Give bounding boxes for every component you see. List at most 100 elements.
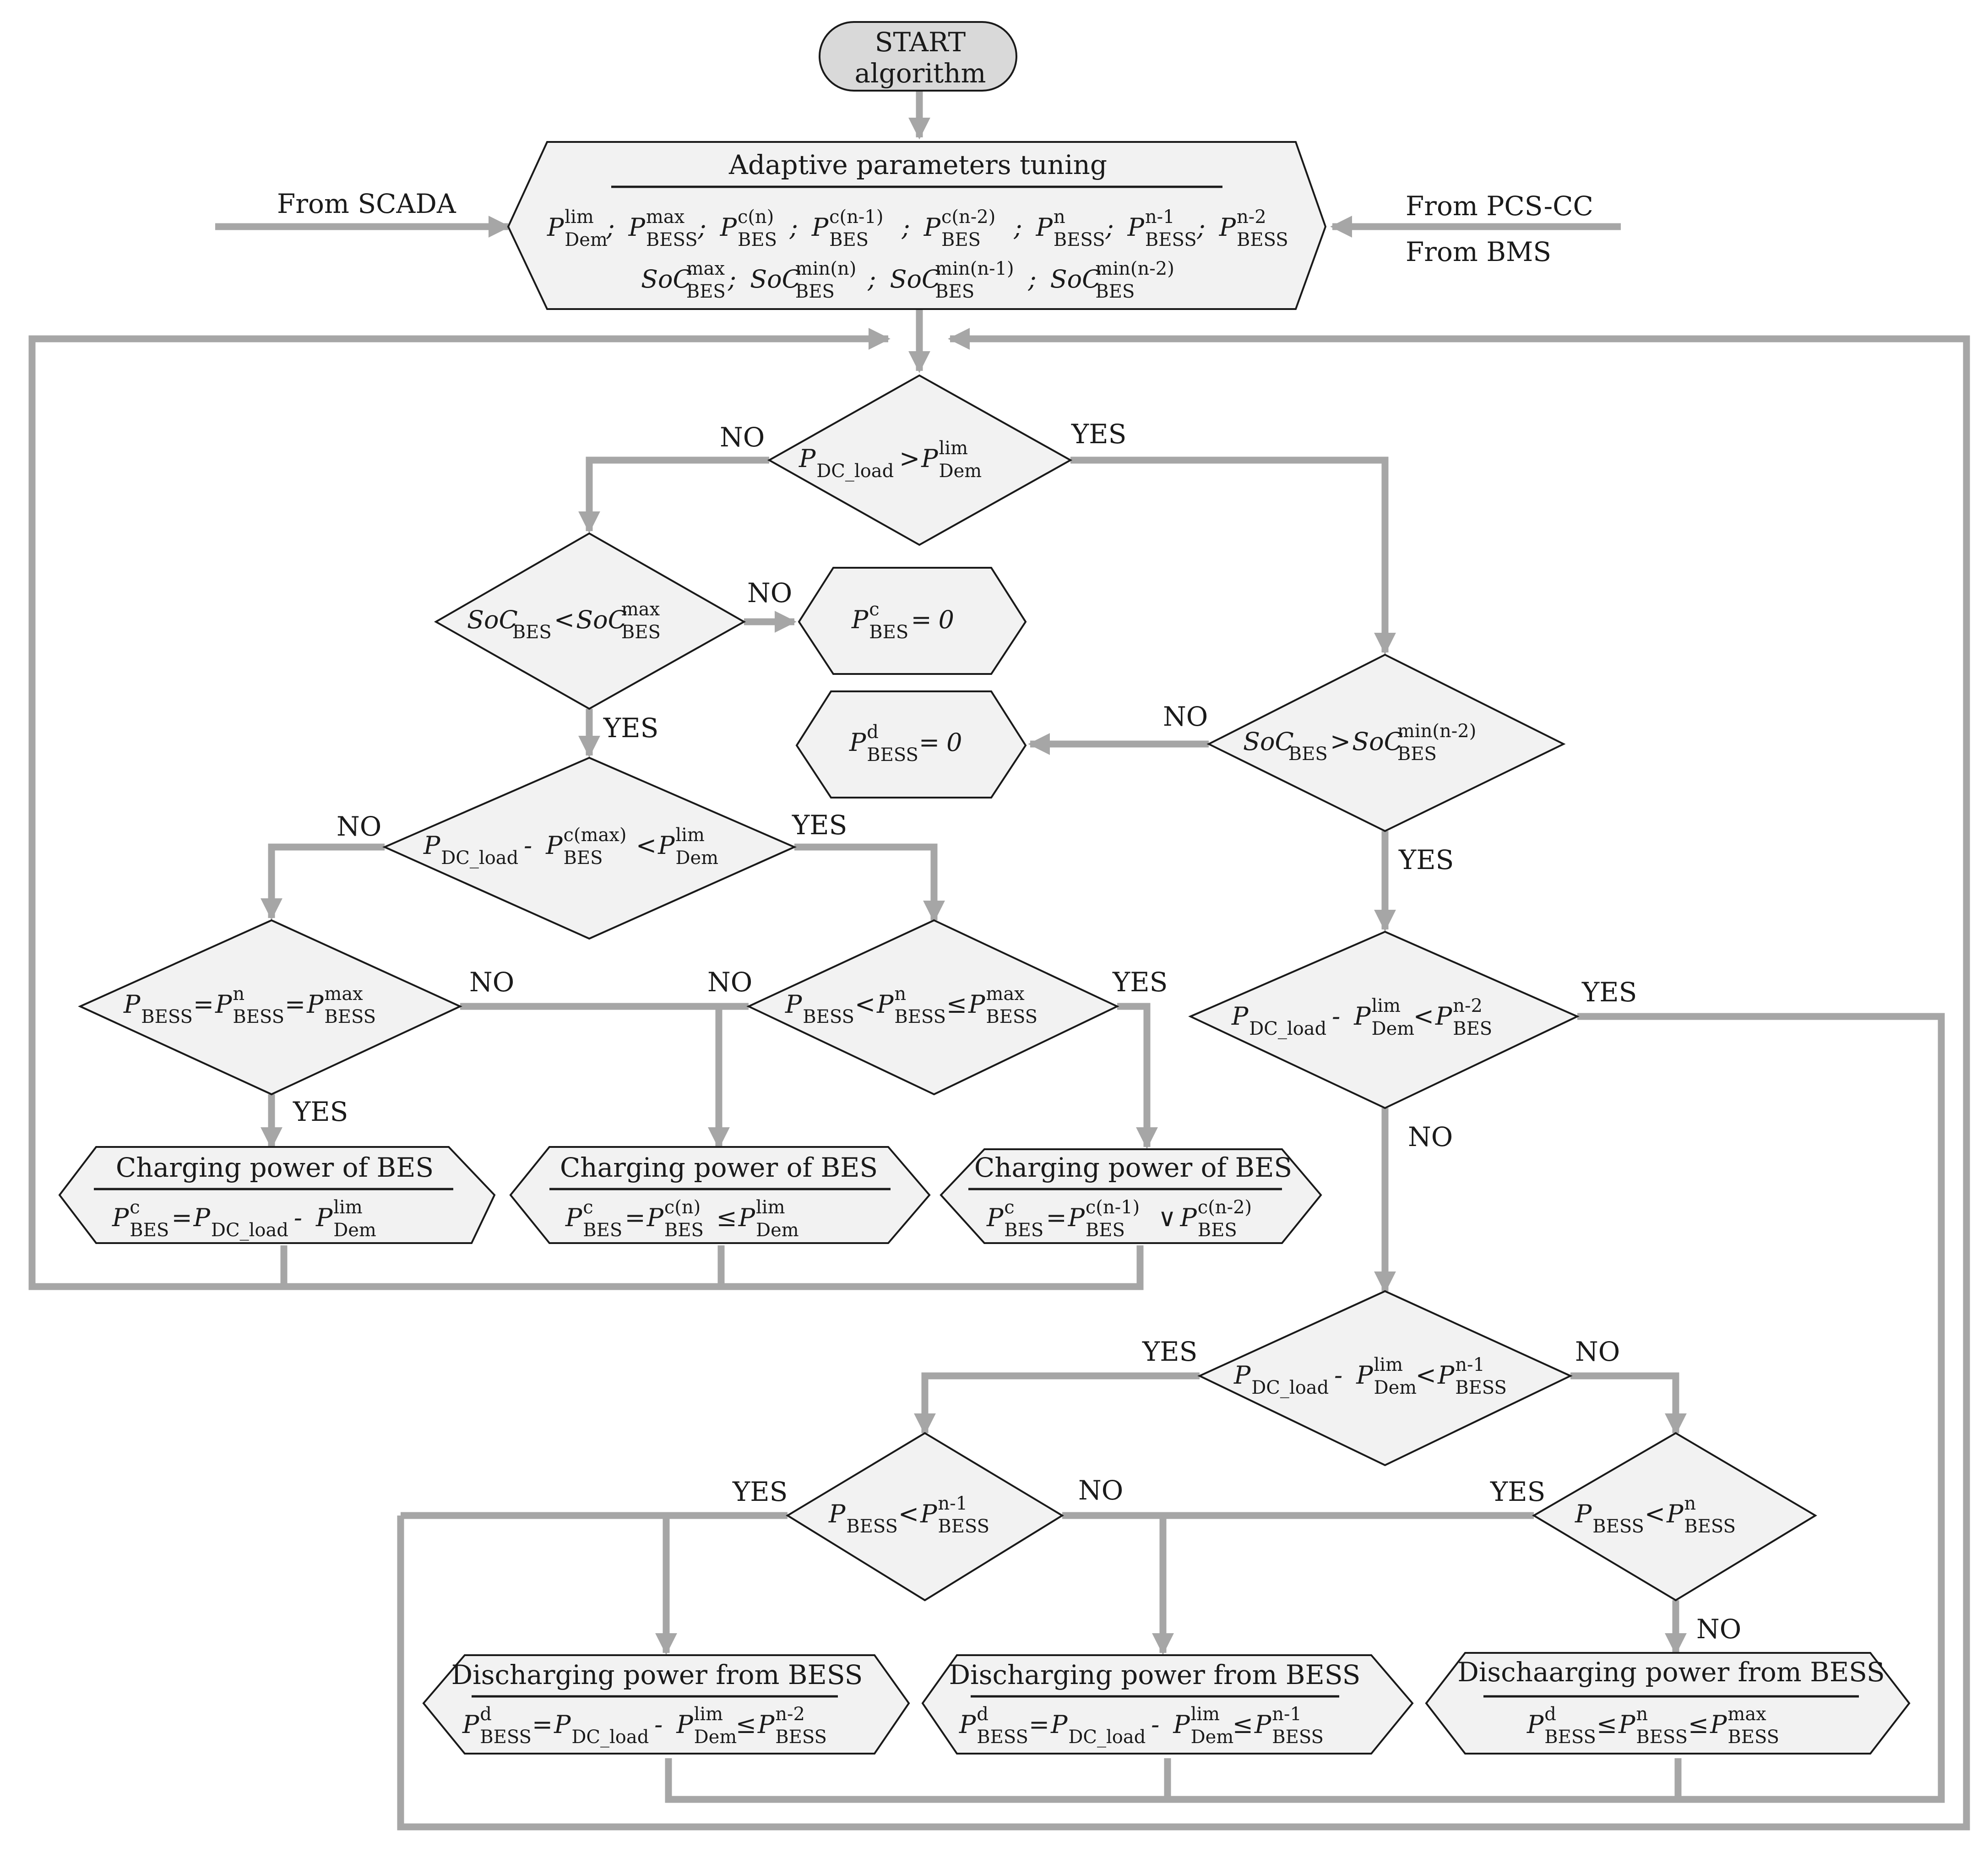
d3-expr-var-2: P	[545, 831, 563, 860]
tuning-row2-var-4: SoC	[890, 265, 941, 293]
start-line2: algorithm	[854, 58, 986, 89]
d4-expr-sub-0: BES	[1288, 744, 1328, 765]
d7-expr-op-3: <	[1413, 1002, 1434, 1031]
source-scada: From SCADA	[277, 188, 456, 219]
decision-pdc-gt-plim	[767, 374, 1073, 546]
charging-3-expr-sub-4: BES	[1198, 1220, 1237, 1241]
d7-expr-sup-4: n-2	[1453, 995, 1483, 1016]
label-d5-no: NO	[469, 967, 514, 998]
discharging-1-expr-var-2: P	[554, 1710, 571, 1739]
tuning-row2-sup-6: min(n-2)	[1095, 258, 1174, 279]
discharging-2-expr-op-1: =	[1029, 1710, 1049, 1739]
d8-yes-branch	[913, 1372, 1200, 1435]
d9-expr-var-2: P	[920, 1499, 938, 1528]
d10-expr-sub-2: BESS	[1684, 1516, 1736, 1537]
discharging-3-expr-sup-2: n	[1636, 1704, 1648, 1725]
charging-1-expr-sup-4: lim	[333, 1197, 363, 1218]
charging-3-expr-sup-4: c(n-2)	[1198, 1197, 1252, 1218]
label-d10-yes: YES	[1490, 1476, 1545, 1507]
d8-expr-sub-2: Dem	[1374, 1377, 1417, 1398]
d5-expr-var-0: P	[123, 990, 141, 1019]
tuning-row2-sup-4: min(n-1)	[935, 258, 1014, 279]
decision-pbess-lt-n-le-max	[746, 919, 1119, 1096]
pc-zero-expr-op-2: 0	[939, 605, 954, 634]
discharging-1-expr-sub-0: BESS	[480, 1727, 532, 1748]
d7-expr-sup-2: lim	[1372, 995, 1401, 1016]
label-d4-yes: YES	[1398, 844, 1454, 875]
tuning-row2-sup-2: min(n)	[795, 258, 856, 279]
decision-pbess-eq-max	[78, 919, 462, 1096]
d10-expr-var-2: P	[1666, 1499, 1684, 1528]
tuning-row1-sub-2: BESS	[646, 229, 698, 250]
d5-no-branch	[460, 1003, 749, 1147]
d1-yes-branch	[1070, 456, 1396, 655]
d8-expr-var-4: P	[1437, 1361, 1455, 1390]
discharging-3-expr-sub-4: BESS	[1727, 1727, 1779, 1748]
label-d3-no: NO	[337, 811, 381, 842]
charging-2-expr-var-0: P	[565, 1203, 583, 1232]
charging-3-expr-op-3: ∨	[1158, 1203, 1176, 1232]
d6-expr-sup-2: n	[894, 983, 906, 1005]
tuning-row2-sub-2: BES	[795, 281, 835, 302]
label-d7-no: NO	[1408, 1121, 1453, 1152]
discharging-3-expr-op-1: ≤	[1597, 1710, 1617, 1739]
charging-box-3	[940, 1148, 1322, 1244]
d5-expr-sub-2: BESS	[233, 1006, 284, 1027]
label-d7-yes: YES	[1581, 977, 1637, 1008]
discharging-1-expr-var-6: P	[757, 1710, 775, 1739]
d2-expr-sub-0: BES	[512, 622, 552, 643]
charging-2-expr-op-3: ≤	[717, 1203, 737, 1232]
charging-2-expr-sup-0: c	[583, 1197, 593, 1218]
label-d4-no: NO	[1163, 701, 1208, 732]
charging-box-3-title: Charging power of BES	[974, 1152, 1292, 1183]
d3-yes-branch	[794, 843, 945, 923]
discharging-2-expr-sup-0: d	[977, 1704, 989, 1725]
d1-expr-var-2: P	[921, 444, 939, 473]
d3-expr-sub-0: DC_load	[441, 848, 518, 869]
discharging-1-expr-op-3: -	[654, 1710, 663, 1739]
tuning-row1-var-14: P	[1219, 213, 1237, 242]
d4-expr-op-1: >	[1330, 727, 1351, 756]
d7-expr-sub-0: DC_load	[1249, 1018, 1326, 1039]
charging-3-expr-sub-2: BES	[1086, 1220, 1125, 1241]
source-bms: From BMS	[1406, 236, 1551, 267]
discharging-2-expr-var-4: P	[1173, 1710, 1190, 1739]
d3-expr-var-4: P	[657, 831, 675, 860]
label-d6-no: NO	[707, 967, 752, 998]
d10-expr-var-0: P	[1575, 1499, 1592, 1528]
tuning-row1-var-4: P	[720, 213, 738, 242]
tuning-row1-op-13: ;	[1197, 213, 1206, 242]
d6-expr-op-1: <	[855, 990, 875, 1019]
d6-expr-sup-4: max	[986, 983, 1025, 1005]
tuning-row2-sup-0: max	[686, 258, 725, 279]
decision-pbess-lt-n1	[786, 1432, 1064, 1602]
loop-left-charging	[28, 327, 891, 1290]
d10-expr-sub-0: BESS	[1592, 1516, 1644, 1537]
tuning-row1-sub-10: BESS	[1054, 229, 1105, 250]
discharging-2-expr-sup-4: lim	[1191, 1704, 1220, 1725]
d3-no-branch	[260, 843, 385, 920]
pc-zero-expr-sup-0: c	[869, 599, 879, 620]
tuning-row1-sup-4: c(n)	[738, 206, 774, 228]
d3-expr-sup-4: lim	[675, 825, 705, 846]
discharging-2-expr-op-3: -	[1151, 1710, 1159, 1739]
discharging-1-expr-sub-2: DC_load	[571, 1727, 649, 1748]
decision-pbess-lt-n	[1532, 1432, 1817, 1602]
d8-expr-sub-4: BESS	[1455, 1377, 1507, 1398]
charging-2-expr-sup-4: lim	[756, 1197, 785, 1218]
charging-2-expr-var-2: P	[646, 1203, 664, 1232]
tuning-row2-sub-4: BES	[935, 281, 974, 302]
charging-3-expr-sup-2: c(n-1)	[1086, 1197, 1140, 1218]
discharging-1-expr-sup-0: d	[480, 1704, 492, 1725]
pc-zero-expr-sub-0: BES	[869, 622, 908, 643]
discharging-2-expr-var-6: P	[1254, 1710, 1272, 1739]
label-d1-no: NO	[720, 422, 765, 453]
tuning-row2-op-5: ;	[1027, 265, 1036, 293]
d3-expr-sub-4: Dem	[675, 848, 718, 869]
start-line1: START	[875, 27, 966, 58]
discharging-1-expr-sup-6: n-2	[775, 1704, 805, 1725]
d2-expr-var-0: SoC	[467, 605, 518, 634]
d9-expr-sub-2: BESS	[938, 1516, 989, 1537]
tuning-row1-sup-12: n-1	[1145, 206, 1175, 228]
tuning-row1-sub-14: BESS	[1237, 229, 1288, 250]
